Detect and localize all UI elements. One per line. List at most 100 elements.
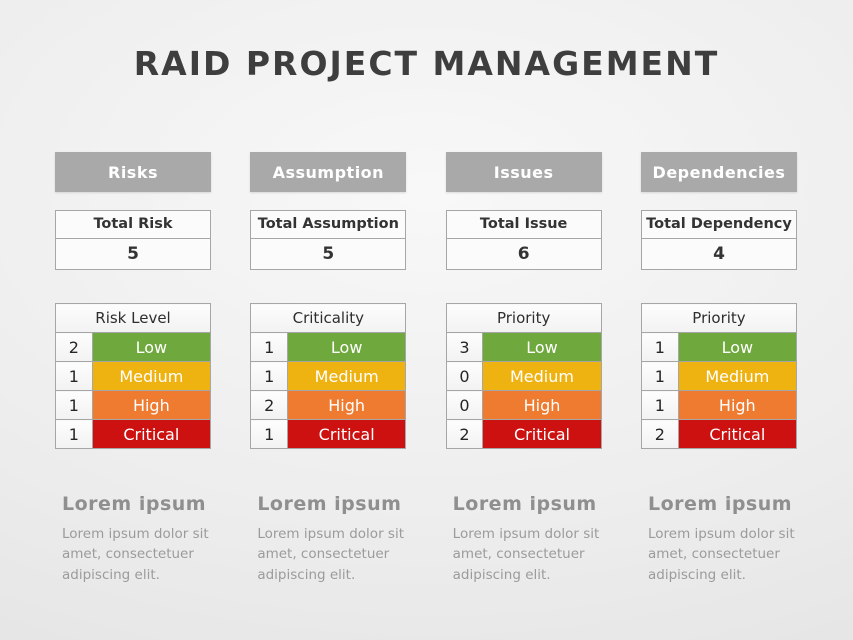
severity-label-medium: Medium (482, 361, 602, 391)
severity-count: 0 (445, 390, 484, 420)
severity-label-medium: Medium (677, 361, 797, 391)
severity-row-critical: 2 Critical (640, 419, 797, 449)
severity-row-low: 1 Low (640, 332, 797, 362)
severity-label-low: Low (91, 332, 212, 362)
severity-row-critical: 1 Critical (55, 419, 212, 449)
description-line: amet, consectetuer (257, 546, 390, 563)
total-box-risks: Total Risk 5 (55, 210, 211, 270)
description-line: Lorem ipsum dolor sit (62, 526, 209, 542)
severity-label-critical: Critical (91, 419, 212, 449)
severity-row-high: 1 High (640, 390, 797, 420)
severity-label-high: High (91, 390, 212, 420)
description-title: Lorem ipsum (647, 493, 793, 515)
severity-count: 1 (640, 390, 679, 420)
description-text: Lorem ipsum dolor sit amet, consectetuer… (62, 524, 220, 585)
severity-row-critical: 1 Critical (250, 419, 407, 449)
raid-column-dependencies: Dependencies Total Dependency 4 Priority… (640, 152, 797, 585)
severity-label-high: High (677, 390, 797, 420)
severity-count: 1 (250, 419, 288, 449)
total-value: 6 (517, 244, 530, 264)
severity-label-high: High (286, 390, 407, 420)
description-line: amet, consectetuer (647, 546, 780, 563)
total-box-assumption: Total Assumption 5 (250, 210, 407, 270)
description-block: Lorem ipsum Lorem ipsum dolor sit amet, … (250, 493, 415, 585)
description-text: Lorem ipsum dolor sit amet, consectetuer… (648, 524, 806, 585)
total-value: 5 (322, 244, 335, 264)
raid-column-risks: Risks Total Risk 5 Risk Level 2 Low 1 Me… (55, 152, 212, 585)
category-title: Risks (108, 162, 158, 182)
severity-table-header: Priority (445, 303, 602, 333)
severity-count: 1 (640, 361, 679, 391)
severity-count: 2 (250, 390, 288, 420)
severity-label-critical: Critical (677, 419, 797, 449)
raid-column-assumption: Assumption Total Assumption 5 Criticalit… (250, 152, 407, 585)
severity-count: 1 (55, 390, 93, 420)
description-line: adipiscing elit. (647, 566, 746, 583)
severity-label-high: High (482, 390, 602, 420)
severity-count: 1 (640, 332, 679, 362)
severity-count: 3 (445, 332, 484, 362)
severity-count: 1 (250, 332, 288, 362)
severity-table-dependencies: Priority 1 Low 1 Medium 1 High 2 Critica… (640, 303, 797, 449)
description-block: Lorem ipsum Lorem ipsum dolor sit amet, … (641, 493, 806, 585)
category-title: Issues (493, 162, 554, 182)
description-line: amet, consectetuer (452, 546, 585, 563)
description-block: Lorem ipsum Lorem ipsum dolor sit amet, … (446, 493, 611, 585)
severity-row-critical: 2 Critical (445, 419, 602, 449)
description-title: Lorem ipsum (257, 493, 402, 515)
description-title: Lorem ipsum (62, 493, 207, 515)
severity-count: 1 (55, 361, 93, 391)
severity-table-risks: Risk Level 2 Low 1 Medium 1 High 1 Criti… (55, 303, 212, 449)
severity-count: 2 (640, 419, 679, 449)
description-line: adipiscing elit. (257, 566, 356, 583)
category-header-dependencies: Dependencies (640, 152, 797, 192)
severity-table-assumption: Criticality 1 Low 1 Medium 2 High 1 Crit… (250, 303, 407, 449)
severity-row-low: 1 Low (250, 332, 407, 362)
severity-table-header: Priority (640, 303, 797, 333)
severity-label-critical: Critical (482, 419, 602, 449)
description-block: Lorem ipsum Lorem ipsum dolor sit amet, … (55, 493, 220, 585)
severity-count: 2 (445, 419, 484, 449)
severity-row-medium: 0 Medium (445, 361, 602, 391)
category-header-risks: Risks (55, 152, 211, 192)
severity-row-medium: 1 Medium (55, 361, 212, 391)
severity-label-low: Low (286, 332, 407, 362)
description-line: Lorem ipsum dolor sit (257, 526, 404, 542)
total-box-issues: Total Issue 6 (445, 210, 602, 270)
description-text: Lorem ipsum dolor sit amet, consectetuer… (453, 524, 611, 585)
total-label: Total Issue (446, 211, 601, 239)
severity-label-critical: Critical (286, 419, 407, 449)
severity-count: 1 (55, 419, 93, 449)
description-line: adipiscing elit. (452, 566, 551, 583)
severity-label-low: Low (482, 332, 602, 362)
severity-row-low: 3 Low (445, 332, 602, 362)
total-value: 4 (713, 244, 725, 264)
severity-label-medium: Medium (286, 361, 407, 391)
total-label: Total Dependency (641, 211, 796, 239)
severity-table-header: Criticality (250, 303, 407, 333)
description-text: Lorem ipsum dolor sit amet, consectetuer… (257, 524, 415, 585)
severity-table-issues: Priority 3 Low 0 Medium 0 High 2 Critica… (445, 303, 602, 449)
category-header-issues: Issues (445, 152, 602, 192)
severity-row-medium: 1 Medium (640, 361, 797, 391)
severity-row-low: 2 Low (55, 332, 212, 362)
total-label: Total Risk (56, 211, 210, 239)
severity-table-header: Risk Level (55, 303, 211, 333)
total-label: Total Assumption (251, 211, 406, 239)
description-title: Lorem ipsum (452, 493, 597, 515)
severity-row-high: 0 High (445, 390, 602, 420)
severity-count: 2 (55, 332, 93, 362)
total-box-dependencies: Total Dependency 4 (640, 210, 797, 270)
category-header-assumption: Assumption (250, 152, 407, 192)
description-line: amet, consectetuer (62, 546, 194, 563)
description-line: Lorem ipsum dolor sit (452, 526, 600, 542)
raid-columns-grid: Risks Total Risk 5 Risk Level 2 Low 1 Me… (55, 152, 797, 585)
raid-column-issues: Issues Total Issue 6 Priority 3 Low 0 Me… (445, 152, 602, 585)
severity-row-medium: 1 Medium (250, 361, 407, 391)
category-title: Assumption (272, 162, 385, 182)
severity-label-medium: Medium (91, 361, 212, 391)
page-title: RAID PROJECT MANAGEMENT (133, 44, 720, 83)
severity-label-low: Low (677, 332, 797, 362)
total-value: 5 (127, 244, 139, 264)
severity-row-high: 1 High (55, 390, 212, 420)
